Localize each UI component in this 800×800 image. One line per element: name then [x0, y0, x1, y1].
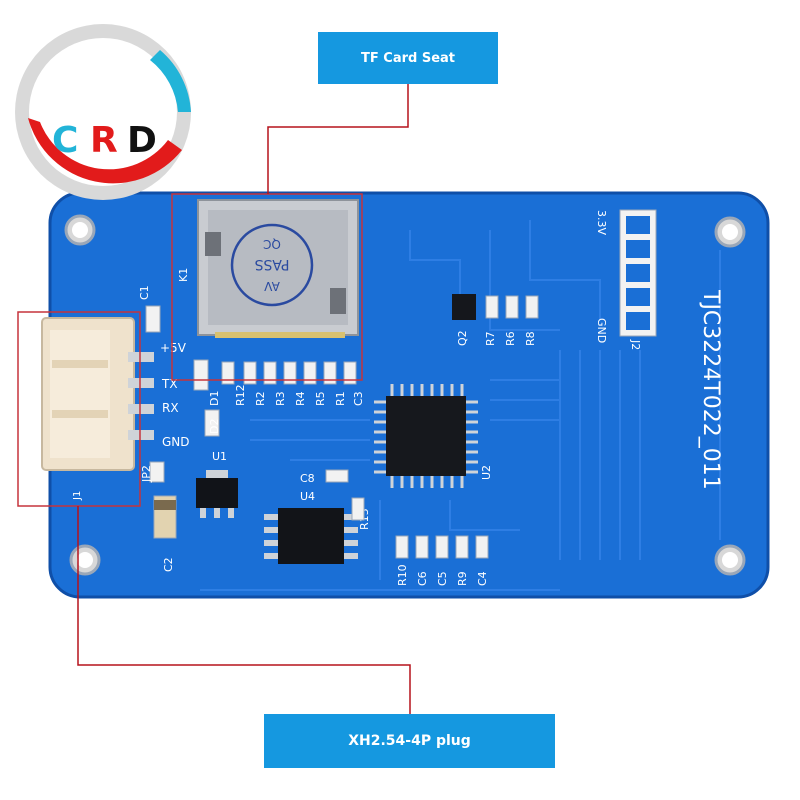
plug-leader-line	[77, 506, 411, 714]
mounting-holes	[64, 214, 746, 576]
stamp-av: AV	[263, 279, 279, 293]
q2-cluster	[452, 294, 539, 320]
header-j2	[619, 209, 657, 337]
j2-3v3-label: 3.3V	[595, 210, 608, 235]
q2-label: Q2	[456, 330, 469, 346]
pin-gnd-label: GND	[162, 435, 190, 449]
svg-text:R12: R12	[234, 384, 247, 406]
board-model: TJC3224T022_011	[698, 289, 723, 490]
svg-text:R1: R1	[334, 391, 347, 406]
j2-gnd-label: GND	[595, 318, 608, 343]
tf-card-slot: AV PASS QC	[197, 199, 359, 338]
regulator-u1	[196, 470, 238, 518]
c5-label: C5	[436, 571, 449, 586]
c2-label: C2	[162, 557, 175, 572]
svg-text:D2: D2	[208, 419, 221, 434]
logo-letter-r: R	[90, 120, 118, 161]
stamp-qc: QC	[263, 237, 281, 251]
resistor-row	[145, 305, 357, 483]
pin-rx-label: RX	[162, 401, 179, 415]
stamp-pass: PASS	[254, 256, 289, 272]
svg-text:JP2: JP2	[140, 465, 153, 483]
tf-leader-line	[267, 84, 409, 194]
xh-plug-label: XH2.54-4P plug	[348, 733, 471, 749]
u2-label: U2	[480, 465, 493, 480]
r8-label: R8	[524, 331, 537, 346]
svg-text:R3: R3	[274, 391, 287, 406]
xh-connector	[41, 317, 154, 471]
crd-logo: C R D	[15, 24, 191, 200]
tf-card-seat-callout: TF Card Seat	[318, 32, 498, 84]
pin-tx-label: TX	[161, 377, 178, 391]
svg-text:R4: R4	[294, 391, 307, 406]
resistor-row-labels: C1 R12 R2 R3 R4 R5 R1 C3 D1 D2 U1 JP2	[138, 285, 365, 483]
capacitor-c2	[153, 495, 177, 539]
svg-text:C3: C3	[352, 391, 365, 406]
logo-letter-d: D	[127, 120, 157, 161]
tf-card-seat-label: TF Card Seat	[361, 50, 455, 66]
r6-label: R6	[504, 331, 517, 346]
c4-label: C4	[476, 571, 489, 586]
svg-text:D1: D1	[208, 391, 221, 406]
pcb-traces	[200, 220, 721, 591]
r10-label: R10	[396, 564, 409, 586]
c8-label: C8	[300, 472, 315, 485]
r9-label: R9	[456, 571, 469, 586]
u4-label: U4	[300, 490, 315, 503]
pin-5v-label: +5V	[160, 341, 187, 355]
c6-label: C6	[416, 571, 429, 586]
svg-text:U1: U1	[212, 450, 227, 463]
k1-label: K1	[177, 268, 190, 282]
logo-letter-c: C	[52, 120, 78, 161]
bottom-passives	[395, 535, 489, 559]
flash-chip-u4	[264, 508, 358, 564]
svg-text:R5: R5	[314, 391, 327, 406]
svg-text:R2: R2	[254, 391, 267, 406]
r7-label: R7	[484, 331, 497, 346]
qc-pass-stamp	[230, 223, 314, 307]
connector-highlight	[17, 311, 141, 507]
j2-label: J2	[629, 339, 642, 350]
tf-slot-highlight	[171, 193, 363, 381]
mcu-u2	[374, 384, 478, 488]
j1-label: J1	[72, 491, 83, 501]
xh-plug-callout: XH2.54-4P plug	[264, 714, 555, 768]
svg-text:C1: C1	[138, 285, 151, 300]
